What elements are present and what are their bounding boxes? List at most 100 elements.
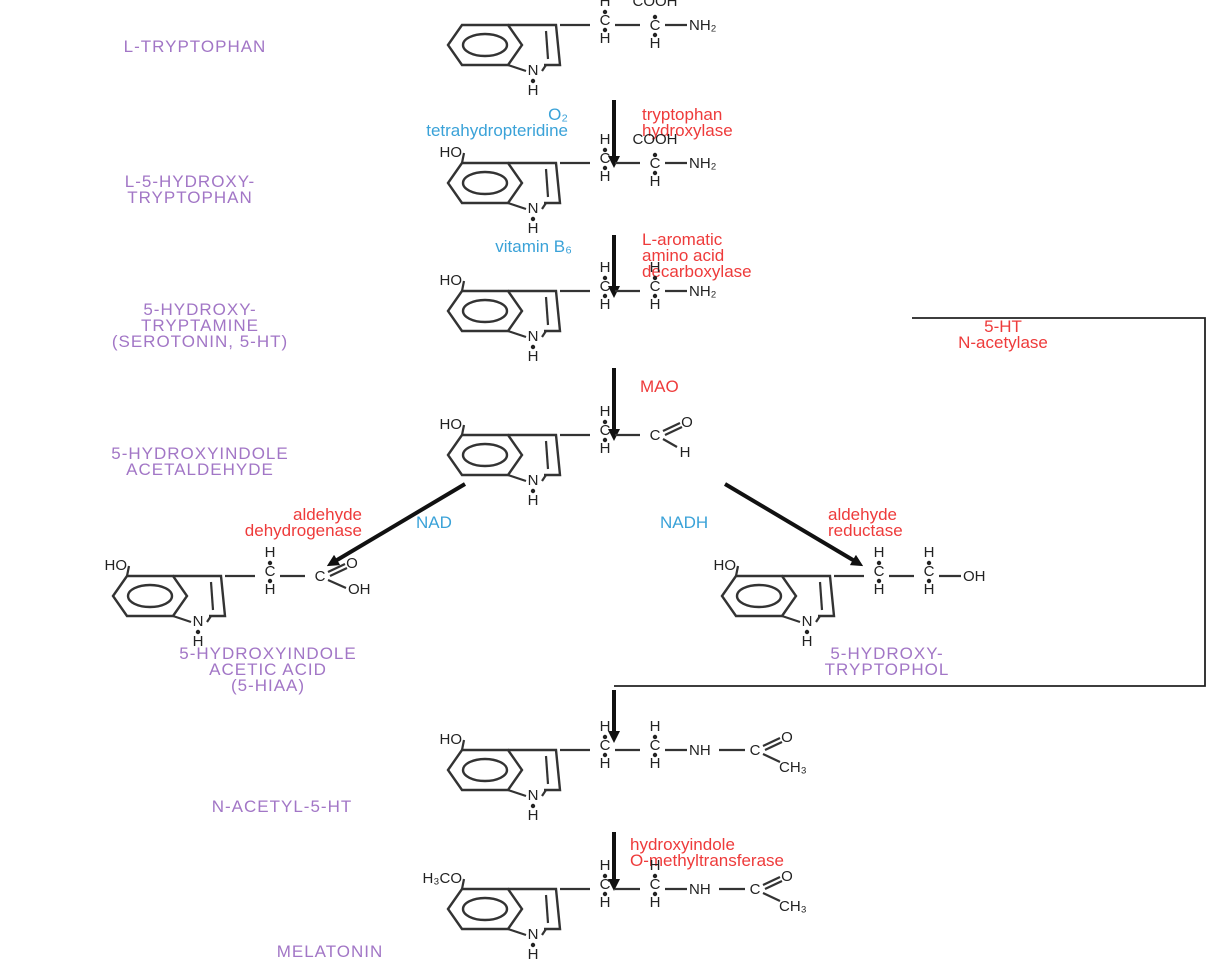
atom-label: OH bbox=[348, 581, 371, 598]
atom-label: H bbox=[600, 857, 611, 874]
bond-dot bbox=[652, 170, 658, 176]
bond-dot bbox=[652, 32, 658, 38]
bond-line bbox=[762, 737, 781, 747]
compound-name-line: ACETALDEHYDE bbox=[126, 460, 274, 479]
bond-dot bbox=[195, 629, 201, 635]
bond-line bbox=[460, 424, 466, 436]
compound-name-line: TRYPTOPHOL bbox=[825, 660, 950, 679]
bond-dot bbox=[267, 578, 273, 584]
cofactor-label-nad: NAD bbox=[416, 513, 452, 532]
atom-label: C bbox=[600, 422, 611, 439]
enzyme-label-aromatic-decarboxylase: L-aromatic amino acid decarboxylase bbox=[642, 230, 752, 281]
atom-label: H bbox=[600, 0, 611, 10]
bond-line bbox=[762, 876, 781, 886]
atom-label: H bbox=[528, 220, 539, 237]
atom-label: C bbox=[924, 563, 935, 580]
enzyme-name-line: L-aromatic bbox=[642, 230, 723, 249]
atom-label: H bbox=[874, 544, 885, 561]
cofactor-label-o2-tetrahydropteridine: O₂ tetrahydropteridine bbox=[426, 105, 568, 140]
atom-label: H bbox=[528, 807, 539, 824]
bond-dot bbox=[602, 891, 608, 897]
enzyme-label-aldehyde-reductase: aldehyde reductase bbox=[828, 505, 903, 540]
ring-substituent: HO bbox=[440, 416, 463, 433]
bond-dot bbox=[602, 27, 608, 33]
bond-line bbox=[209, 581, 215, 611]
bond-dot bbox=[530, 78, 536, 84]
benzene-ring bbox=[446, 289, 524, 333]
compound-label-5-hydroxytryptophol: 5-HYDROXY- TRYPTOPHOL bbox=[825, 644, 950, 679]
atom-label: NH bbox=[689, 881, 711, 898]
bond-line bbox=[762, 892, 781, 902]
bond-line bbox=[544, 296, 550, 326]
enzyme-name-line: amino acid bbox=[642, 246, 724, 265]
atom-label: H bbox=[802, 633, 813, 650]
compound-name-line: 5-HYDROXY- bbox=[830, 644, 943, 663]
compound-label-5-hydroxyindole-acetaldehyde: 5-HYDROXYINDOLE ACETALDEHYDE bbox=[111, 444, 287, 479]
benzene-ring bbox=[446, 887, 524, 931]
compound-name-line: MELATONIN bbox=[277, 942, 384, 961]
atom-label: O bbox=[781, 868, 793, 885]
bond-line bbox=[507, 788, 527, 798]
ring-substituent: HO bbox=[105, 557, 128, 574]
bond-line bbox=[507, 63, 527, 73]
atom-label: H bbox=[874, 581, 885, 598]
bond-line bbox=[329, 567, 348, 577]
atom-label: N bbox=[528, 200, 539, 217]
atom-label: COOH bbox=[633, 0, 678, 10]
arrow-aldehyde-to-tryptophol bbox=[723, 482, 864, 567]
cofactor-name-line: NAD bbox=[416, 513, 452, 532]
bond-line bbox=[664, 426, 683, 436]
compound-name-line: L-TRYPTOPHAN bbox=[124, 37, 267, 56]
atom-label: NH₂ bbox=[689, 283, 717, 300]
compound-name-line: L-5-HYDROXY- bbox=[125, 172, 255, 191]
atom-label: H bbox=[650, 755, 661, 772]
pyrrole-ring bbox=[782, 574, 836, 618]
bond-line bbox=[815, 615, 821, 623]
aromatic-circle bbox=[126, 583, 174, 609]
bond-line bbox=[544, 440, 550, 470]
atom-label: H bbox=[528, 82, 539, 99]
enzyme-name-line: reductase bbox=[828, 521, 903, 540]
compound-label-melatonin: MELATONIN bbox=[277, 942, 384, 961]
compound-name-line: TRYPTAMINE bbox=[141, 316, 259, 335]
bond-line bbox=[662, 438, 678, 448]
atom-label: C bbox=[874, 563, 885, 580]
atom-label: N bbox=[528, 328, 539, 345]
molecule-structures: NHHCHCOOHCHNH₂NHHOHCHCOOHCHNH₂NHHOHCHHCH… bbox=[105, 0, 986, 962]
atom-label: NH₂ bbox=[689, 17, 717, 34]
bond-line bbox=[764, 880, 783, 890]
benzene-ring bbox=[446, 23, 524, 67]
enzyme-name-line: tryptophan bbox=[642, 105, 722, 124]
ring-substituent: HO bbox=[440, 731, 463, 748]
compound-label-5-hiaa: 5-HYDROXYINDOLE ACETIC ACID (5-HIAA) bbox=[179, 644, 355, 695]
atom-label: COOH bbox=[633, 131, 678, 148]
atom-label: C bbox=[600, 278, 611, 295]
pyrrole-ring bbox=[508, 161, 562, 205]
atom-label: H bbox=[600, 296, 611, 313]
aromatic-circle bbox=[461, 757, 509, 783]
enzyme-label-hydroxyindole-o-methyltransferase: hydroxyindole O-methyltransferase bbox=[630, 835, 784, 870]
enzyme-name-line: aldehyde bbox=[293, 505, 362, 524]
bond-line bbox=[541, 64, 547, 72]
benzene-ring bbox=[111, 574, 189, 618]
bond-dot bbox=[652, 891, 658, 897]
atom-label: O bbox=[681, 414, 693, 431]
atom-label: C bbox=[600, 737, 611, 754]
bond-line bbox=[541, 928, 547, 936]
atom-label: C bbox=[650, 17, 661, 34]
bond-line bbox=[662, 422, 681, 432]
atom-label: N bbox=[528, 926, 539, 943]
pyrrole-ring bbox=[508, 433, 562, 477]
atom-label: N bbox=[802, 613, 813, 630]
atom-label: CH₃ bbox=[779, 759, 807, 776]
aromatic-circle bbox=[461, 298, 509, 324]
atom-label: H bbox=[650, 35, 661, 52]
bond-line bbox=[507, 473, 527, 483]
aromatic-circle bbox=[461, 896, 509, 922]
atom-label: N bbox=[528, 472, 539, 489]
bracket-serotonin-to-n-acetyl bbox=[614, 317, 1206, 687]
